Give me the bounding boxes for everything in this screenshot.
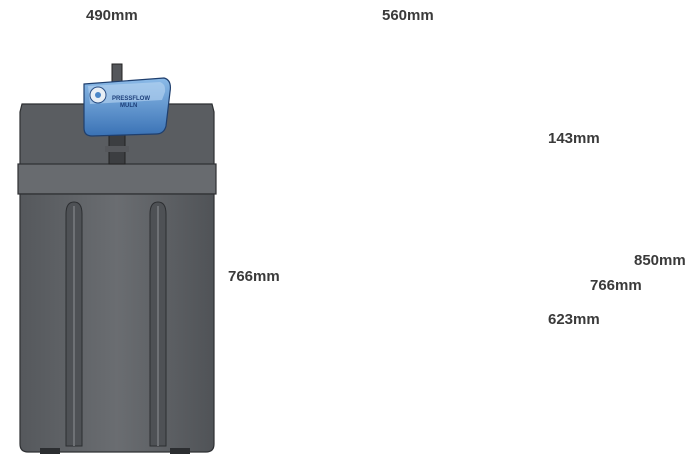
side-tank-height-label: 766mm — [590, 277, 642, 294]
side-total-height-label: 850mm — [634, 252, 686, 269]
front-view — [17, 63, 217, 454]
pressflow-pump — [83, 77, 171, 137]
front-tank-body — [19, 193, 215, 453]
front-foot-left — [40, 448, 60, 454]
side-lower-height-label: 623mm — [548, 311, 600, 328]
front-height-label: 766mm — [228, 268, 280, 285]
side-width-label: 560mm — [382, 7, 434, 24]
front-foot-right — [170, 448, 190, 454]
front-width-label: 490mm — [86, 7, 138, 24]
side-step-label: 143mm — [548, 130, 600, 147]
front-tank-shoulder — [17, 163, 217, 195]
pump-brand-line2: MULN — [120, 103, 138, 109]
front-pump-fitting — [105, 146, 129, 152]
pump-brand-line1: PRESSFLOW — [112, 96, 151, 102]
